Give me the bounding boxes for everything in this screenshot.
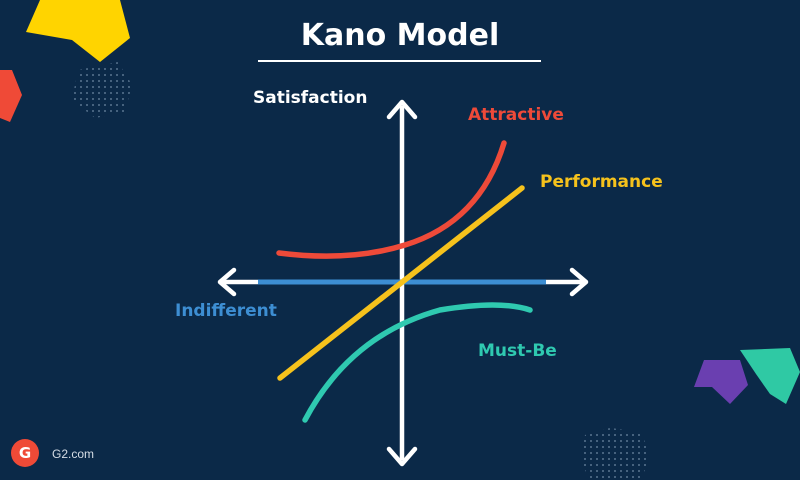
horizontal-axis-arrow-left (217, 267, 237, 297)
curve-label-performance: Performance (540, 172, 663, 192)
axis-label-satisfaction: Satisfaction (253, 88, 368, 108)
decor-teal-shape (740, 348, 800, 404)
horizontal-axis-arrow-right (569, 267, 589, 297)
decor-purple-shape (694, 360, 748, 404)
curves (258, 140, 546, 423)
decor-yellow-shape (26, 0, 130, 62)
page-title: Kano Model (300, 18, 500, 53)
decor-dot-pattern-bottom (580, 428, 650, 480)
vertical-axis-arrow-down (386, 446, 418, 467)
title-underline (258, 60, 541, 62)
curve-performance (277, 185, 525, 381)
curve-must-be (302, 302, 533, 423)
curve-label-must-be: Must-Be (478, 341, 557, 361)
curve-label-attractive: Attractive (468, 105, 564, 125)
decor-dot-pattern-top (72, 62, 132, 118)
decor-red-shape (0, 70, 22, 122)
g2-logo-icon: G (11, 439, 39, 467)
vertical-axis-arrow-up (386, 99, 418, 120)
brand-text: G2.com (52, 447, 95, 461)
curve-attractive (276, 140, 507, 259)
curve-label-indifferent: Indifferent (175, 301, 277, 321)
